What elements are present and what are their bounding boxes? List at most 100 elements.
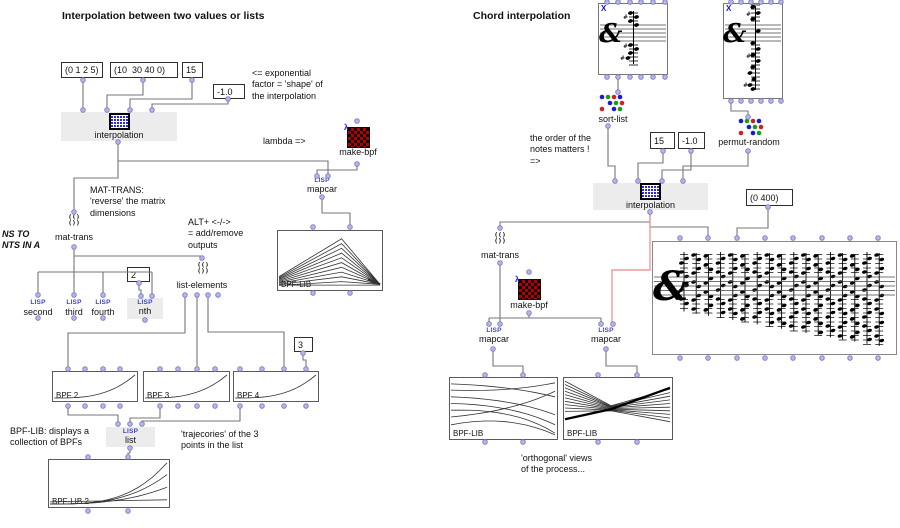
value-box-list1[interactable]: (0 1 2 5) bbox=[61, 62, 103, 78]
interpolation-box-right[interactable]: interpolation bbox=[593, 183, 708, 210]
patch-cord[interactable] bbox=[316, 164, 358, 176]
patch-cord[interactable] bbox=[637, 151, 664, 181]
patch-cord[interactable] bbox=[138, 283, 142, 296]
port-dot[interactable] bbox=[127, 421, 133, 427]
patch-cord-selected[interactable] bbox=[611, 214, 651, 324]
port-dot[interactable] bbox=[728, 98, 734, 104]
port-dot[interactable] bbox=[490, 346, 496, 352]
port-dot[interactable] bbox=[627, 74, 633, 80]
patch-cord[interactable] bbox=[607, 126, 616, 181]
second-box[interactable]: second bbox=[23, 307, 53, 317]
patch-cord[interactable] bbox=[499, 212, 651, 228]
value-box-factor[interactable]: -1.0 bbox=[213, 84, 245, 99]
patch-cord[interactable] bbox=[730, 101, 749, 117]
patch-cord[interactable] bbox=[302, 353, 307, 369]
chord-box-2[interactable]: X bbox=[723, 3, 783, 99]
mapcar-box-left[interactable]: mapcar bbox=[306, 184, 337, 194]
port-dot[interactable] bbox=[819, 355, 825, 361]
port-dot[interactable] bbox=[85, 508, 91, 514]
list-elements-box[interactable]: list-elements bbox=[176, 280, 228, 290]
port-dot[interactable] bbox=[615, 74, 621, 80]
mapcar-box-right-1[interactable]: mapcar bbox=[478, 334, 509, 344]
port-dot[interactable] bbox=[35, 292, 41, 298]
port-dot[interactable] bbox=[650, 74, 656, 80]
port-dot[interactable] bbox=[199, 255, 205, 261]
port-dot[interactable] bbox=[615, 89, 621, 95]
port-dot[interactable] bbox=[80, 77, 86, 83]
bpf3-box[interactable]: BPF 3 bbox=[143, 371, 230, 402]
port-dot[interactable] bbox=[526, 310, 532, 316]
patch-cord[interactable] bbox=[74, 255, 203, 258]
port-dot[interactable] bbox=[745, 148, 751, 154]
port-dot[interactable] bbox=[497, 260, 503, 266]
port-dot[interactable] bbox=[71, 292, 77, 298]
port-dot[interactable] bbox=[71, 244, 77, 250]
port-dot[interactable] bbox=[319, 194, 325, 200]
port-dot[interactable] bbox=[520, 439, 526, 445]
patch-cord[interactable] bbox=[649, 212, 709, 238]
port-dot[interactable] bbox=[634, 439, 640, 445]
value-box-steps-right[interactable]: 15 bbox=[650, 132, 675, 149]
sort-list-icon[interactable] bbox=[599, 94, 625, 112]
port-dot[interactable] bbox=[115, 421, 121, 427]
bpflib-box-right-1[interactable]: BPF-LIB bbox=[449, 377, 558, 440]
port-dot[interactable] bbox=[526, 269, 532, 275]
port-dot[interactable] bbox=[734, 235, 740, 241]
patch-cord[interactable] bbox=[605, 349, 638, 375]
port-dot[interactable] bbox=[237, 403, 243, 409]
port-dot[interactable] bbox=[660, 148, 666, 154]
bpflib-box-right-2[interactable]: BPF-LIB bbox=[563, 377, 673, 440]
port-dot[interactable] bbox=[875, 355, 881, 361]
port-dot[interactable] bbox=[847, 235, 853, 241]
mapcar-box-right-2[interactable]: mapcar bbox=[590, 334, 621, 344]
patch-cord[interactable] bbox=[321, 197, 351, 227]
port-dot[interactable] bbox=[189, 77, 195, 83]
patch-cord[interactable] bbox=[106, 80, 144, 110]
port-dot[interactable] bbox=[259, 403, 265, 409]
port-dot[interactable] bbox=[194, 403, 200, 409]
patch-cord[interactable] bbox=[207, 295, 285, 369]
port-dot[interactable] bbox=[100, 292, 106, 298]
port-dot[interactable] bbox=[778, 98, 784, 104]
list-box[interactable]: LISP list bbox=[106, 427, 155, 447]
port-dot[interactable] bbox=[354, 118, 360, 124]
port-dot[interactable] bbox=[347, 290, 353, 296]
port-dot[interactable] bbox=[281, 403, 287, 409]
port-dot[interactable] bbox=[762, 355, 768, 361]
port-dot[interactable] bbox=[310, 290, 316, 296]
patch-cord[interactable] bbox=[682, 151, 749, 181]
port-dot[interactable] bbox=[705, 355, 711, 361]
patch-cord[interactable] bbox=[661, 151, 692, 181]
patch-cord[interactable] bbox=[141, 406, 241, 424]
port-dot[interactable] bbox=[790, 235, 796, 241]
patch-cord[interactable] bbox=[129, 80, 193, 110]
port-dot[interactable] bbox=[215, 292, 221, 298]
port-dot[interactable] bbox=[65, 403, 71, 409]
permut-random-box[interactable]: permut-random bbox=[718, 137, 780, 147]
interpolation-box-left[interactable]: interpolation bbox=[61, 112, 177, 141]
port-dot[interactable] bbox=[117, 403, 123, 409]
port-dot[interactable] bbox=[677, 355, 683, 361]
patch-cord[interactable] bbox=[67, 406, 119, 424]
port-dot[interactable] bbox=[638, 74, 644, 80]
port-dot[interactable] bbox=[748, 98, 754, 104]
port-dot[interactable] bbox=[875, 235, 881, 241]
port-dot[interactable] bbox=[175, 403, 181, 409]
port-dot[interactable] bbox=[758, 98, 764, 104]
port-dot[interactable] bbox=[486, 321, 492, 327]
chord-seq-box[interactable] bbox=[652, 241, 897, 355]
value-box-factor-right[interactable]: -1.0 bbox=[678, 132, 705, 149]
port-dot[interactable] bbox=[705, 235, 711, 241]
bpflib2-box[interactable]: BPF-LIB 2 bbox=[48, 459, 170, 508]
port-dot[interactable] bbox=[677, 235, 683, 241]
port-dot[interactable] bbox=[482, 439, 488, 445]
port-dot[interactable] bbox=[157, 403, 163, 409]
port-dot[interactable] bbox=[647, 209, 653, 215]
value-box-nth-index[interactable]: 2 bbox=[127, 267, 150, 282]
port-dot[interactable] bbox=[205, 292, 211, 298]
mat-trans-box-left[interactable]: mat-trans bbox=[54, 232, 93, 242]
bpf2-box[interactable]: BPF 2 bbox=[52, 371, 138, 402]
port-dot[interactable] bbox=[497, 321, 503, 327]
port-dot[interactable] bbox=[139, 421, 145, 427]
port-dot[interactable] bbox=[790, 355, 796, 361]
